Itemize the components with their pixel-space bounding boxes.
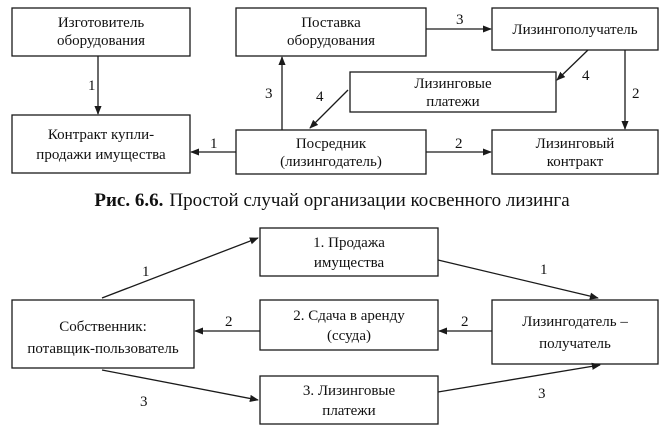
label-lessee-to-payments: 4 (582, 68, 590, 84)
box-sale-line-2: имущества (314, 255, 385, 271)
box-leasing-contract-line-2: контракт (547, 154, 604, 170)
arrow-sale-to-lessor (437, 259, 599, 300)
arrow-owner-to-payments (101, 369, 259, 403)
label-intermediary-to-supply: 3 (265, 86, 273, 102)
box-manufacturer-line-2: оборудования (57, 33, 145, 49)
box-sale: 1. Продажа имущества (259, 227, 439, 277)
label-intermediary-to-contract: 1 (210, 136, 218, 152)
box-purchase-contract: Контракт купли- продажи имущества (11, 114, 191, 174)
box-purchase-contract-line-1: Контракт купли- (48, 127, 154, 143)
box-lessor-line-2: получатель (539, 336, 611, 352)
box-manufacturer-line-1: Изготовитель (58, 15, 145, 31)
box-payments-2-line-1: 3. Лизинговые (303, 383, 396, 399)
arrow-payments-to-intermediary (309, 89, 349, 129)
box-rent-line-2: (ссуда) (327, 328, 371, 344)
box-payments-2: 3. Лизинговые платежи (259, 375, 439, 425)
label-sale-to-lessor: 1 (540, 262, 548, 278)
box-lessee: Лизингополучатель (491, 7, 659, 51)
figure-caption-number: Рис. 6.6. (94, 190, 163, 211)
box-purchase-contract-line-2: продажи имущества (36, 147, 166, 163)
figure-caption: Рис. 6.6. Простой случай организации косв… (94, 190, 570, 211)
box-owner: Собственник: потавщик-пользователь (11, 299, 195, 369)
box-intermediary-line-2: (лизингодатель) (280, 154, 382, 170)
box-supply-line-2: оборудования (287, 33, 375, 49)
label-lessor-to-rent: 2 (461, 314, 469, 330)
arrow-lessee-to-payments (556, 49, 589, 81)
figure-caption-text: Простой случай организации косвенного ли… (169, 190, 570, 211)
label-manufacturer-to-contract: 1 (88, 78, 96, 94)
label-rent-to-owner: 2 (225, 314, 233, 330)
arrow-payments-to-lessor (437, 362, 601, 393)
box-sale-line-1: 1. Продажа (313, 235, 385, 251)
box-payments-2-line-2: платежи (322, 403, 375, 419)
arrow-owner-to-sale (101, 237, 259, 299)
diagram-2: Собственник: потавщик-пользователь 1. Пр… (11, 227, 659, 425)
box-rent-line-1: 2. Сдача в аренду (293, 308, 405, 324)
box-intermediary: Посредник (лизингодатель) (235, 129, 427, 175)
label-owner-to-sale: 1 (142, 264, 150, 280)
box-leasing-contract: Лизинговый контракт (491, 129, 659, 175)
box-rent: 2. Сдача в аренду (ссуда) (259, 299, 439, 351)
box-payments-line-2: платежи (426, 94, 479, 110)
box-payments: Лизинговые платежи (349, 71, 557, 113)
label-supply-to-lessee: 3 (456, 12, 464, 28)
box-owner-line-1: Собственник: (59, 319, 147, 335)
box-lessee-line-1: Лизингополучатель (512, 22, 637, 38)
label-intermediary-to-leasing-contract: 2 (455, 136, 463, 152)
box-lessor: Лизингодатель – получатель (491, 299, 659, 365)
box-payments-line-1: Лизинговые (414, 76, 492, 92)
box-manufacturer: Изготовитель оборудования (11, 7, 191, 57)
box-supply: Поставка оборудования (235, 7, 427, 57)
label-payments-to-lessor: 3 (538, 386, 546, 402)
box-lessor-line-1: Лизингодатель – (522, 314, 628, 330)
box-supply-line-1: Поставка (301, 15, 361, 31)
box-leasing-contract-line-1: Лизинговый (536, 136, 615, 152)
diagram-1: Изготовитель оборудования Поставка обору… (11, 7, 659, 175)
label-lessee-to-leasing-contract: 2 (632, 86, 640, 102)
label-owner-to-payments: 3 (140, 394, 148, 410)
box-owner-line-2: потавщик-пользователь (27, 341, 179, 357)
label-payments-to-intermediary: 4 (316, 89, 324, 105)
box-intermediary-line-1: Посредник (296, 136, 367, 152)
